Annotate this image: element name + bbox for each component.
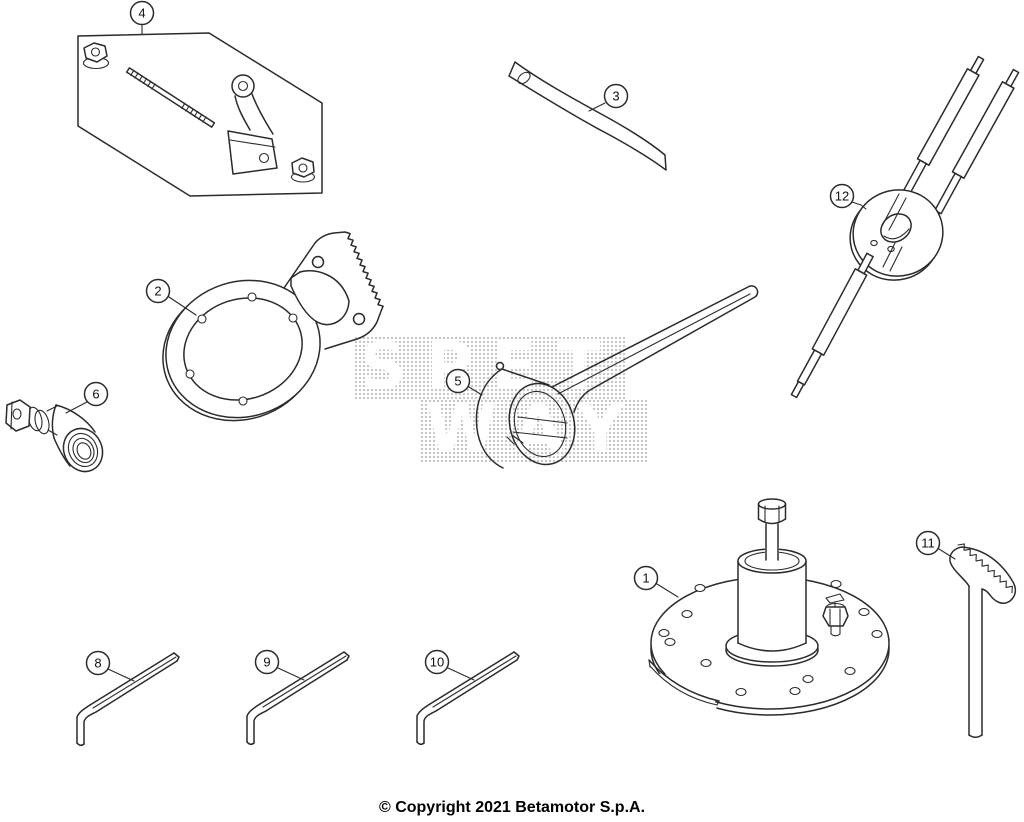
callout-4[interactable]: 4 [129, 0, 155, 26]
callout-circle [145, 278, 171, 304]
callout-number: 8 [94, 656, 101, 671]
serrated-tab [283, 231, 384, 350]
callout-6[interactable]: 6 [83, 381, 109, 407]
callout-8[interactable]: 8 [85, 650, 111, 676]
wrench-handle [551, 285, 759, 413]
tool-6-socket-adapter-drawing [5, 399, 104, 473]
callout-number: 5 [454, 374, 461, 389]
watermark-line-2: WAY [420, 398, 650, 463]
tool-5-cup-wrench-drawing [475, 285, 759, 469]
callout-12[interactable]: 12 [829, 183, 855, 209]
callout-leaders [65, 23, 956, 682]
tool-4-bracket-kit-drawing [77, 32, 323, 197]
callout-1[interactable]: 1 [633, 565, 659, 591]
callout-circle [85, 650, 111, 676]
kit-box-outline [77, 32, 323, 197]
callout-number: 4 [138, 6, 145, 21]
tool-8-hex-key-drawing [76, 652, 180, 747]
callout-10[interactable]: 10 [424, 649, 450, 675]
watermark: SPET WAY [354, 335, 650, 463]
spring-coil [957, 543, 1013, 594]
callout-circle [915, 530, 941, 556]
callout-circle [445, 368, 471, 394]
tool-1-puller-plate-drawing [635, 498, 890, 721]
callout-9[interactable]: 9 [254, 649, 280, 675]
callout-circle [254, 649, 280, 675]
callout-5[interactable]: 5 [445, 368, 471, 394]
callout-circle [603, 83, 629, 109]
callout-number: 10 [430, 655, 444, 670]
callout-circle [129, 0, 155, 26]
callout-circle [83, 381, 109, 407]
callout-number: 1 [642, 571, 649, 586]
callout-number: 11 [921, 536, 935, 551]
tool-12-rod-extractor-drawing [790, 55, 1020, 399]
tool-3-flat-wedge-drawing [508, 61, 667, 171]
callout-number: 6 [92, 387, 99, 402]
threaded-bore [62, 427, 104, 473]
cup-opening [508, 382, 576, 466]
copyright-text: © Copyright 2021 Betamotor S.p.A. [378, 799, 646, 816]
callout-3[interactable]: 3 [603, 83, 629, 109]
callout-circle [424, 649, 450, 675]
callout-number: 12 [835, 189, 849, 204]
callout-11[interactable]: 11 [915, 530, 941, 556]
callout-number: 3 [612, 89, 619, 104]
callout-circle [633, 565, 659, 591]
callout-number: 9 [263, 655, 270, 670]
callout-number: 2 [154, 284, 161, 299]
callout-2[interactable]: 2 [145, 278, 171, 304]
callout-circle [829, 183, 855, 209]
tool-11-spring-hook-drawing [949, 543, 1017, 738]
tool-2-holding-wrench-drawing [162, 231, 384, 422]
watermark-line-1: SPET [354, 335, 627, 400]
